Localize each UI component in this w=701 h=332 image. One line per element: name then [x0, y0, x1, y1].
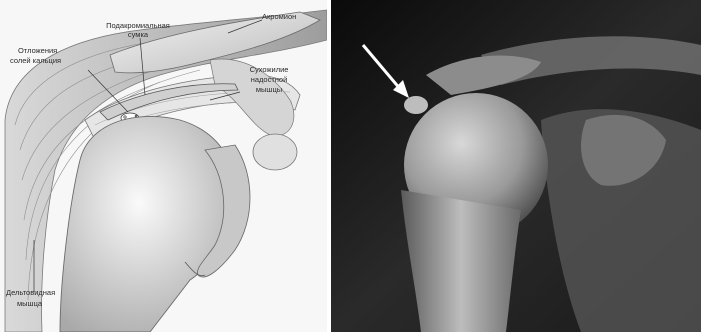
label-subacromial-bursa-line2: сумка [88, 31, 188, 39]
label-supraspinatus-line2: надостной [236, 76, 302, 84]
xray-drawing [331, 0, 701, 332]
label-deltoid-line1: Дельтовидная [6, 289, 55, 297]
label-subacromial-bursa-line1: Подакромиальная [88, 22, 188, 30]
shoulder-xray-image [331, 0, 701, 332]
label-deltoid-line2: мышца [17, 300, 42, 308]
label-calcium-deposits-line1: Отложения [18, 47, 57, 55]
label-supraspinatus-line3: мышцы [236, 86, 302, 94]
shoulder-anatomy-illustration: Акромион Подакромиальная сумка Отложения… [0, 0, 327, 332]
label-calcium-deposits-line2: солей кальция [10, 57, 61, 65]
humeral-shaft [401, 190, 521, 332]
calcification [404, 96, 428, 114]
label-acromion: Акромион [262, 13, 296, 21]
label-supraspinatus-line1: Сухожилие [236, 66, 302, 74]
